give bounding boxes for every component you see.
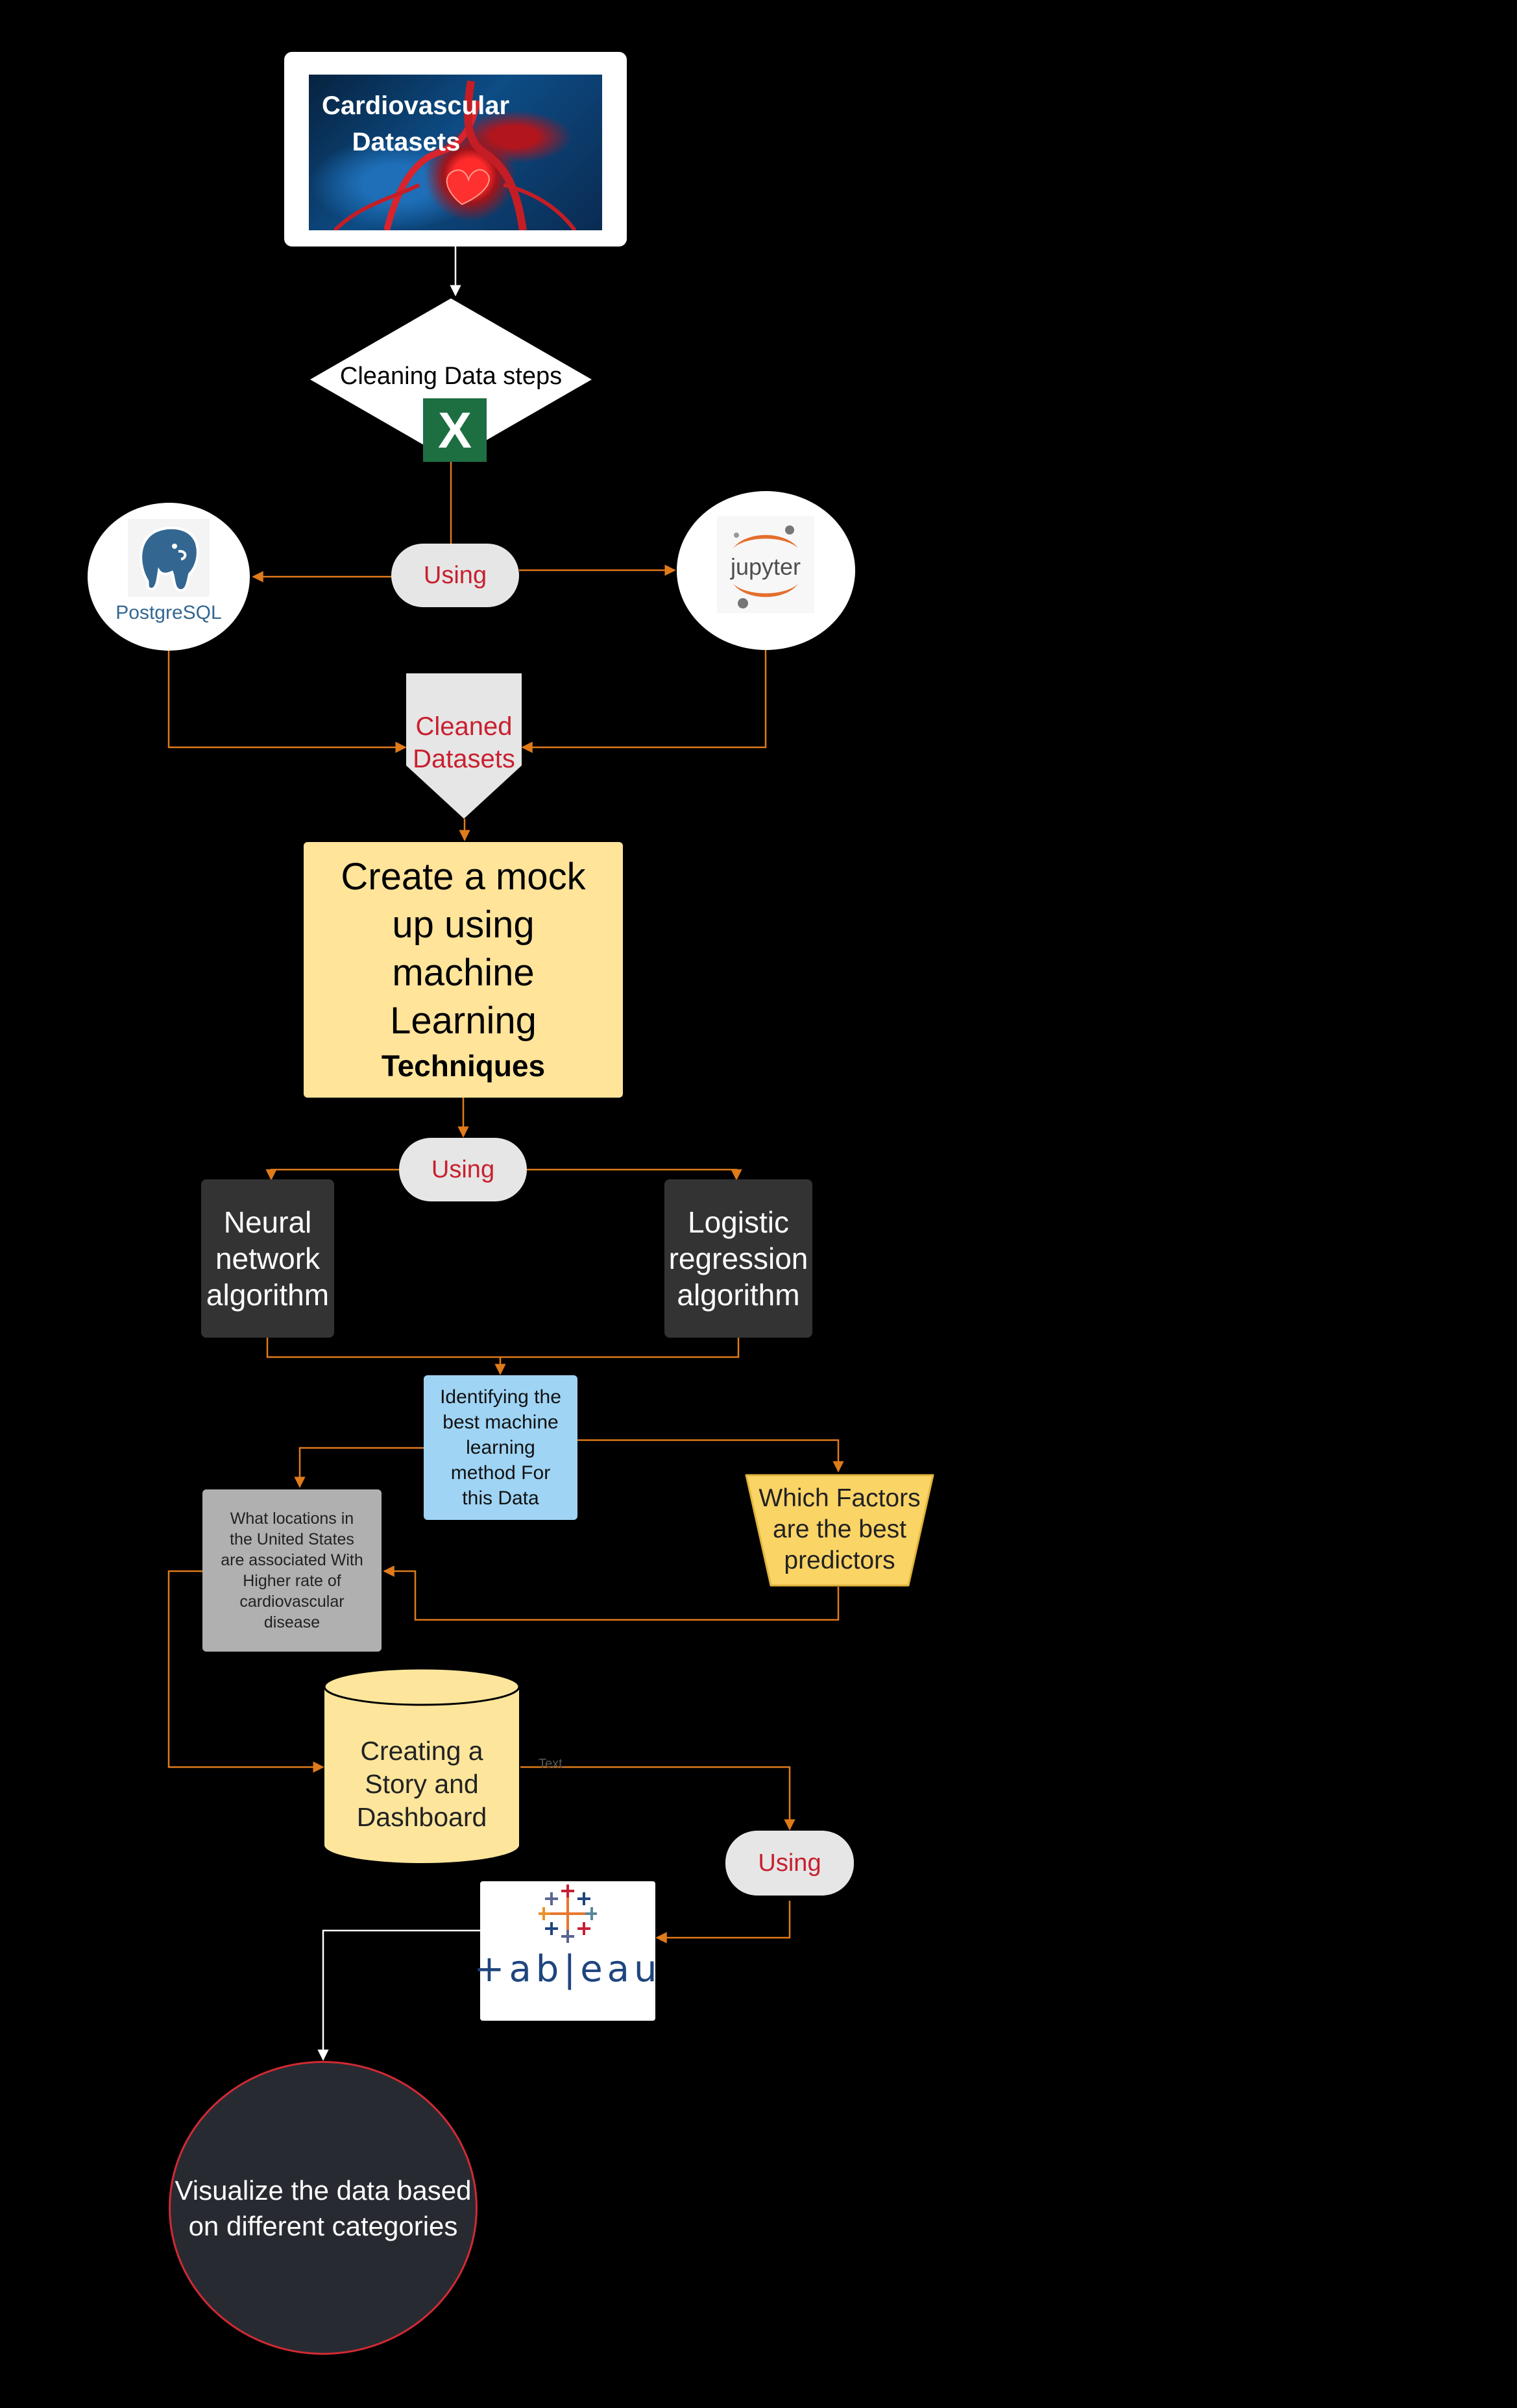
story-cylinder: [323, 1667, 520, 1863]
mockup-label: Create a mock up using machine Learning: [341, 856, 586, 1042]
story-label: Creating a Story and Dashboard: [356, 1735, 487, 1832]
using-pill-2: Using: [399, 1138, 527, 1201]
jupyter-node: jupyter: [677, 491, 855, 650]
excel-icon-letter: X: [437, 401, 472, 459]
edge-jupyter-cleaned: [521, 649, 767, 753]
postgresql-elephant-icon: [128, 519, 210, 597]
edge-locations-story: [167, 1570, 324, 1773]
tableau-node: +ab|eau: [474, 1881, 662, 2021]
datasets-card: Cardiovascular Datasets: [284, 52, 627, 247]
factors-shape: [745, 1474, 934, 1587]
cleaning-label: Cleaning Data steps: [339, 362, 563, 390]
mockup-bold: Techniques: [381, 1049, 546, 1083]
postgres-node: PostgreSQL: [88, 503, 250, 651]
edge-postgres-cleaned: [167, 649, 407, 753]
locations-box: What locations in the United States are …: [202, 1489, 382, 1652]
cleaned-label: Cleaned Datasets: [413, 712, 515, 773]
using-pill-1: Using: [391, 544, 519, 607]
edge-identify-locations: [294, 1447, 425, 1488]
identify-box: Identifying the best machine learning me…: [424, 1375, 577, 1520]
postgres-label: PostgreSQL: [115, 602, 222, 623]
edge-text-label: Text: [539, 1757, 563, 1771]
visualize-node: Visualize the data based on different ca…: [169, 2061, 478, 2355]
tableau-logo-icon: [539, 1884, 597, 1943]
using-pill-3: Using: [725, 1831, 854, 1896]
edge-using3-tableau: [655, 1901, 791, 1944]
factors-label: Which Factors are the best predictors: [758, 1484, 921, 1574]
edge-identify-factors: [577, 1439, 844, 1473]
excel-icon: X: [423, 398, 487, 462]
edge-story-using3: [520, 1766, 795, 1831]
edge-using2-neural: [265, 1168, 399, 1181]
neural-network-node: Neural network algorithm: [201, 1179, 334, 1338]
mockup-box: Create a mock up using machine Learning …: [304, 842, 623, 1098]
edge-tableau-visualize: [317, 1929, 480, 2061]
jupyter-label: jupyter: [717, 551, 814, 583]
datasets-title: Cardiovascular Datasets: [322, 91, 510, 156]
edge-factors-locations: [383, 1565, 840, 1621]
cleaned-shape: [406, 673, 522, 819]
edge-algorithms-identify: [266, 1338, 740, 1358]
heart-image: Cardiovascular Datasets: [309, 75, 602, 230]
cleaning-diamond: [310, 298, 592, 461]
edge-using2-logistic: [527, 1168, 742, 1181]
tableau-wordmark: +ab|eau: [474, 1947, 662, 1990]
logistic-regression-node: Logistic regression algorithm: [664, 1179, 812, 1338]
